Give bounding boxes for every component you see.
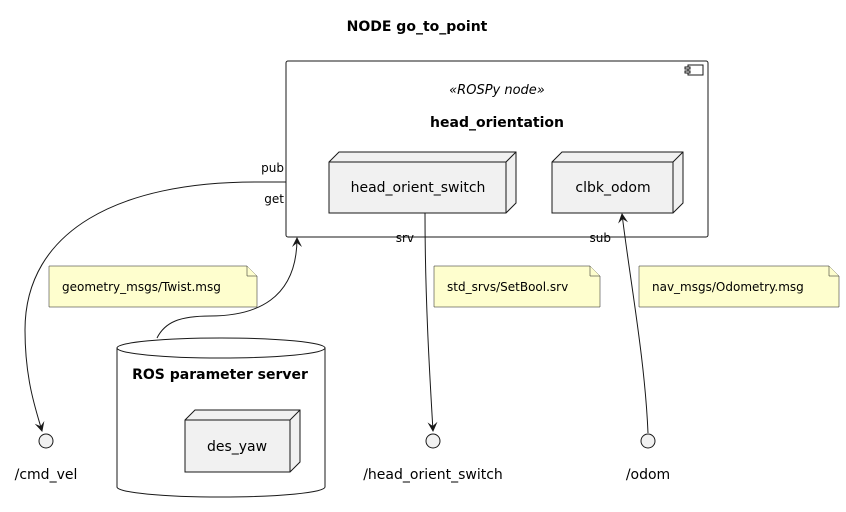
database-name: ROS parameter server <box>132 367 308 383</box>
interface-label-cmd-vel: /cmd_vel <box>15 467 78 483</box>
interface-circle <box>38 433 54 449</box>
interface-label-odom: /odom <box>626 467 670 483</box>
interface-circle <box>425 433 441 449</box>
interface-circle <box>640 433 656 449</box>
node-label-head-orient-switch: head_orient_switch <box>351 180 486 196</box>
node-head-orient-switch: head_orient_switch <box>328 151 517 214</box>
interface-odom: /odom <box>626 433 670 483</box>
interface-cmd-vel: /cmd_vel <box>15 433 78 483</box>
port-label-srv: srv <box>396 231 414 245</box>
component-name: head_orientation <box>430 115 564 131</box>
component-stereotype: «ROSPy node» <box>449 83 545 98</box>
port-label-sub: sub <box>590 231 611 245</box>
edge-pub-to-cmd-vel <box>24 181 286 432</box>
note-setbool: std_srvs/SetBool.srv <box>433 265 601 308</box>
node-des-yaw: des_yaw <box>184 409 301 473</box>
note-twist: geometry_msgs/Twist.msg <box>48 265 258 308</box>
diagram-title: NODE go_to_point <box>347 19 488 35</box>
port-label-get: get <box>264 192 284 206</box>
edge-odom-to-clbk-odom <box>618 213 649 434</box>
component-head-orientation: «ROSPy node» head_orientation head_orien… <box>285 60 709 238</box>
edge-get-from-parameter-server <box>156 237 302 339</box>
port-label-pub: pub <box>261 161 284 175</box>
interface-label-head-orient-switch: /head_orient_switch <box>363 467 503 483</box>
node-label-des-yaw: des_yaw <box>207 439 267 455</box>
note-text-setbool: std_srvs/SetBool.srv <box>447 280 568 294</box>
component-icon <box>684 64 704 76</box>
node-clbk-odom: clbk_odom <box>551 151 684 214</box>
note-odometry: nav_msgs/Odometry.msg <box>638 265 840 308</box>
node-label-clbk-odom: clbk_odom <box>575 180 650 196</box>
database-ros-parameter-server: ROS parameter server des_yaw <box>116 337 326 498</box>
edge-srv-to-head-orient-switch <box>424 212 438 432</box>
note-text-odometry: nav_msgs/Odometry.msg <box>652 280 804 294</box>
note-text-twist: geometry_msgs/Twist.msg <box>62 280 221 294</box>
interface-head-orient-switch: /head_orient_switch <box>363 433 503 483</box>
